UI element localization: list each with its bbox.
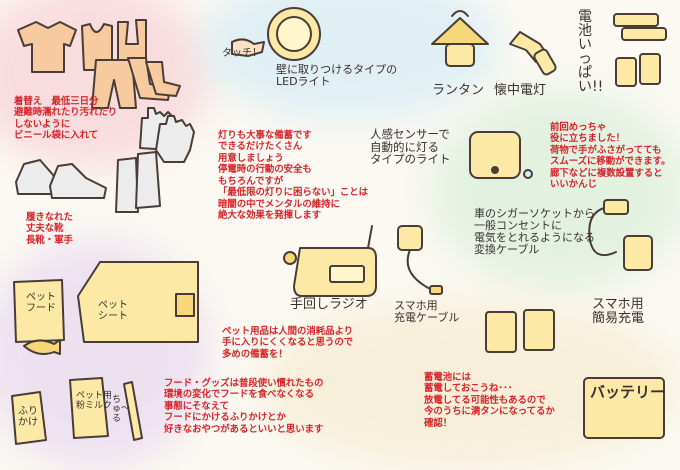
label-pet-sheet: ペット シート (98, 300, 128, 322)
label-pet-milk: ペット用 粉ミルク (76, 391, 113, 411)
label-flashlight: 懐中電灯 (494, 83, 547, 98)
flashlight-illustration (509, 31, 557, 76)
note-pets: ペット用品は人間の消耗品より 手に入りにくくなると思うので 多めの備蓄を！ (222, 326, 354, 360)
work-gloves-illustration (139, 107, 195, 163)
t-shirt-illustration (17, 21, 77, 73)
clothes-title: サカマン (22, 28, 118, 54)
portable-charger-illustration (485, 309, 555, 353)
hand-crank-radio-illustration (283, 225, 377, 297)
phone-charging-cable-illustration (397, 225, 443, 295)
tank-top-illustration (81, 19, 147, 71)
label-smartphone-charger: スマホ用 簡易充電 (592, 297, 645, 327)
sensor-light-illustration (469, 131, 533, 179)
label-furikake: ふり かけ (18, 406, 38, 428)
label-batteries: 電池いっぱい!! (578, 9, 604, 95)
label-pet-food: ペット フード (26, 292, 56, 314)
label-wall-led: 壁に取りつけるタイプの LEDライト (276, 63, 398, 89)
lantern-illustration (431, 10, 489, 67)
led-touch-light-illustration (231, 7, 321, 61)
label-converter-cable: 車のシガーソケットから 一般コンセントに 電気をとれるようになる 変換ケーブル (474, 207, 595, 257)
label-touch: タッチ！ (222, 48, 262, 59)
socks-illustration (127, 57, 181, 101)
note-sensor: 前回めっちゃ 役に立ちました！ 荷物で手がふさがってても スムーズに移動ができま… (550, 122, 671, 191)
illustrations (11, 7, 667, 445)
note-food: フード・グッズは普段使い慣れたもの 環境の変化でフードを食べなくなる 事態にそな… (164, 378, 324, 435)
note-lights: 灯りも大事な備蓄です できるだけたくさん 用意しましょう 停電時の行動の安全も … (218, 130, 369, 222)
pet-goods-illustration (11, 261, 199, 445)
note-clothes: 着替え 最低三日分 避難時濡れたり汚れたり しないように ビニール袋に入れて (14, 96, 118, 142)
batteries-illustration (613, 13, 667, 87)
note-battery: 蓄電池には 蓄電しておこうね･･･ 放電してる可能性もあるので 今のうちに満タン… (424, 372, 555, 429)
note-shoes: 履きなれた 丈夫な靴 長靴・軍手 (26, 212, 73, 246)
label-sensor-light: 人感センサーで 自動的に灯る タイプのライト (370, 127, 451, 167)
rain-boots-illustration (115, 151, 161, 213)
label-hand-radio: 手回しラジオ (290, 297, 368, 312)
mobile-battery-illustration (583, 377, 665, 439)
label-phone-cable: スマホ用 充電ケーブル (394, 299, 460, 325)
car-socket-converter-illustration (588, 199, 653, 271)
label-mobile-battery: バッテリー (590, 383, 666, 401)
sneakers-illustration (15, 159, 107, 199)
label-lantern: ランタン (432, 83, 485, 98)
label-churu: ちゅ〜る (112, 395, 131, 424)
